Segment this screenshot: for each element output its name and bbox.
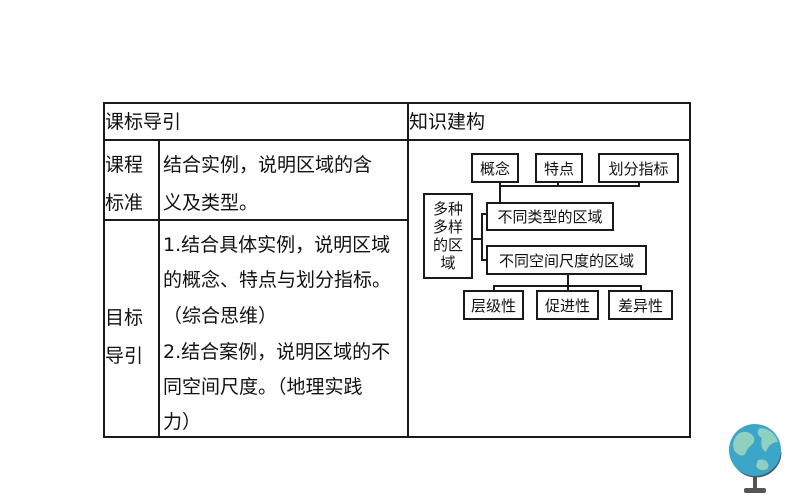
top-connector-center — [557, 182, 559, 187]
root-line3: 的区 — [432, 236, 463, 254]
course-table: 课标导引 知识建构 课程 标准 结合实例，说明区域的含 义及类型。 目标 导引 … — [103, 102, 691, 438]
header-left: 课标导引 — [105, 111, 182, 133]
concept-box-indicator: 划分指标 — [598, 153, 679, 183]
top-connector-down — [499, 185, 501, 203]
globe-icon — [722, 416, 788, 496]
root-line2: 多样 — [432, 218, 463, 236]
row2-content-line6: 力） — [163, 411, 202, 433]
row2-content-line3: （综合思维） — [163, 305, 278, 327]
top-connector-right — [638, 182, 640, 187]
property-box-hierarchy: 层级性 — [463, 290, 524, 320]
mid-connector-vertical — [481, 213, 483, 261]
mid-connector-lower — [481, 259, 487, 261]
mid-box-scales: 不同空间尺度的区域 — [486, 245, 647, 275]
root-line4: 域 — [440, 254, 456, 272]
row1-label-line1: 课程 — [105, 154, 144, 176]
property-box-promotion: 促进性 — [536, 290, 599, 320]
bottom-connector-left — [493, 285, 495, 291]
root-line1: 多种 — [432, 200, 463, 218]
mid-connector-upper — [481, 213, 487, 215]
row1-label-line2: 标准 — [105, 192, 144, 214]
row2-content-line4: 2.结合案例，说明区域的不 — [163, 341, 391, 363]
property-box-difference: 差异性 — [608, 290, 673, 320]
label-divider — [158, 141, 160, 436]
concept-box-feature: 特点 — [535, 153, 583, 183]
root-connector — [472, 238, 482, 240]
row1-content-line1: 结合实例，说明区域的含 — [163, 154, 373, 176]
header-right: 知识建构 — [409, 111, 486, 133]
row2-content-line5: 同空间尺度。（地理实践 — [163, 376, 363, 398]
row1-content-line2: 义及类型。 — [163, 192, 259, 214]
row-divider — [105, 219, 407, 221]
mid-box-types: 不同类型的区域 — [486, 202, 614, 231]
row2-content-line1: 1.结合具体实例，说明区域 — [163, 234, 391, 256]
top-connector-horizontal — [499, 185, 639, 187]
bottom-connector-up — [567, 274, 569, 286]
row2-content-line2: 的概念、特点与划分指标。 — [163, 269, 392, 291]
header-divider — [105, 139, 689, 141]
concept-box-concept: 概念 — [471, 153, 519, 183]
root-box: 多种 多样 的区 域 — [423, 193, 473, 279]
column-divider — [407, 104, 409, 436]
bottom-connector-right — [640, 285, 642, 291]
bottom-connector-center — [567, 285, 569, 291]
row2-label-line2: 导引 — [105, 345, 144, 367]
row2-label-line1: 目标 — [105, 307, 144, 329]
top-connector-left — [499, 182, 501, 187]
